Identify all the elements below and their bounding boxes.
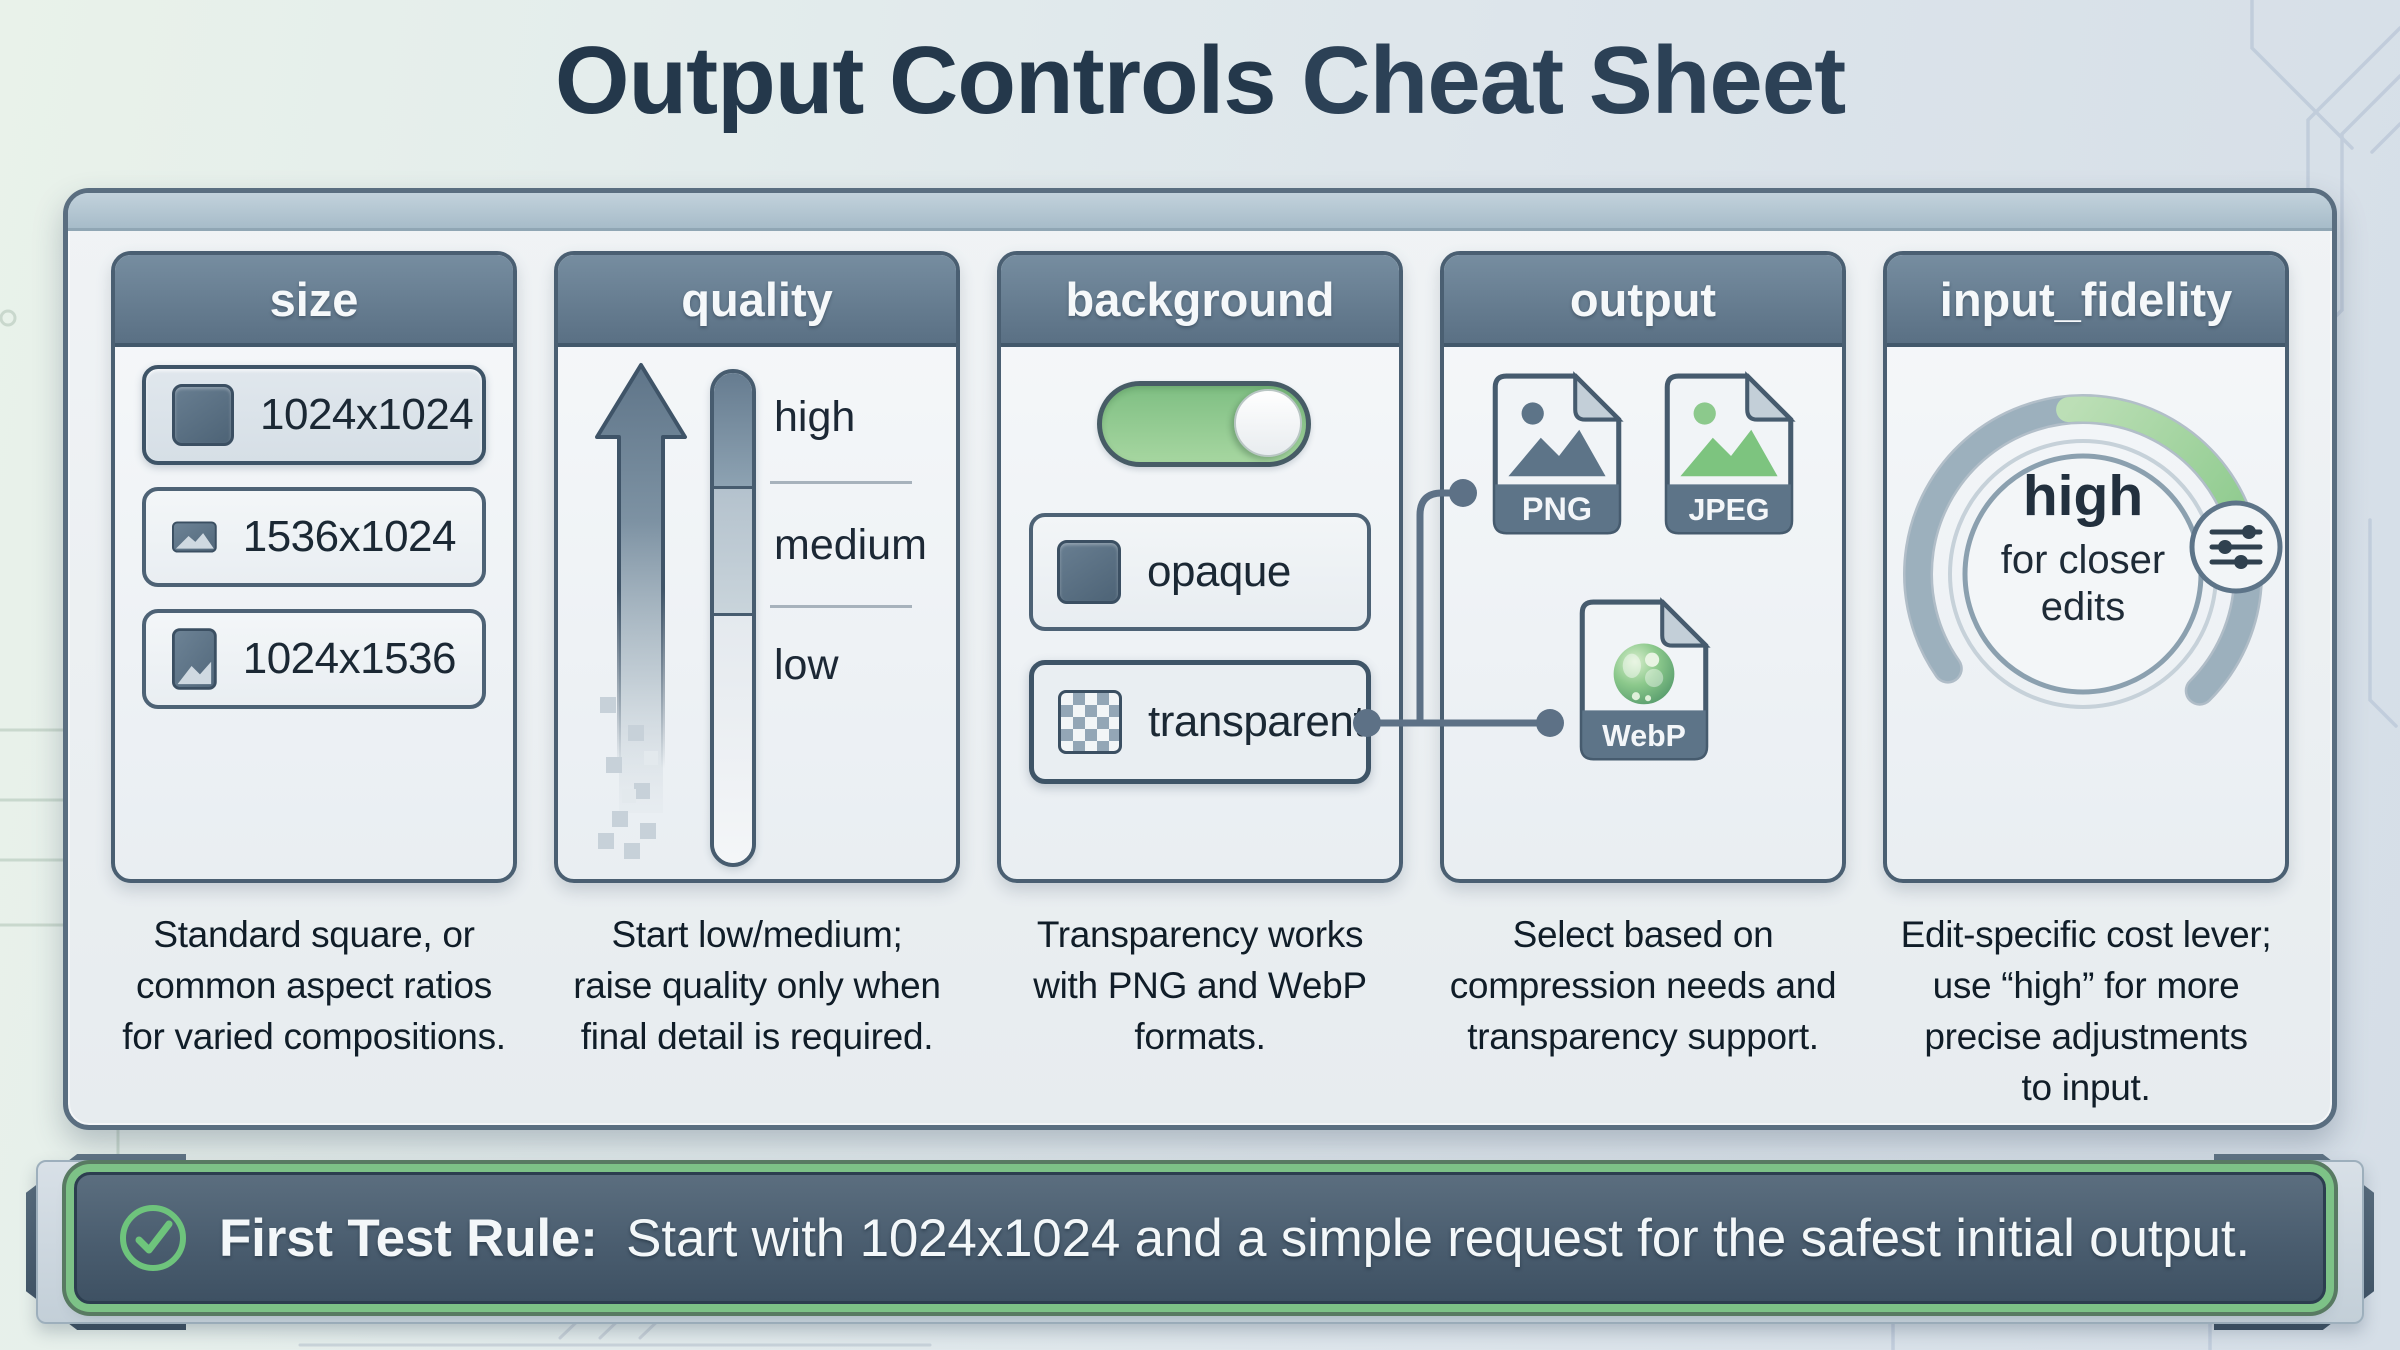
size-description: Standard square, or common aspect ratios… <box>122 914 506 1058</box>
input-fidelity-card: input_fidelity <box>1883 251 2289 883</box>
sliders-badge[interactable] <box>2189 500 2283 594</box>
transparent-checkerboard-icon <box>1058 690 1122 754</box>
file-format-label: JPEG <box>1689 494 1770 527</box>
background-option-label: opaque <box>1147 547 1291 596</box>
quality-card: quality <box>554 251 960 883</box>
column-input-fidelity: input_fidelity <box>1883 251 2289 1113</box>
page-title-strong: Output Controls <box>554 27 1277 134</box>
page-title: Output Controls Cheat Sheet <box>0 26 2400 136</box>
input-fidelity-card-header: input_fidelity <box>1887 255 2285 347</box>
background-card-header: background <box>1001 255 1399 347</box>
quality-description: Start low/medium; raise quality only whe… <box>573 914 941 1058</box>
banner-rule-body: Start with 1024x1024 and a simple reques… <box>611 1208 2250 1268</box>
quality-level-high[interactable]: high <box>774 393 856 441</box>
size-card: size 1024x1024 1536x1024 <box>111 251 517 883</box>
file-icon-jpeg[interactable]: JPEG <box>1662 371 1796 537</box>
output-card: output PNG <box>1440 251 1846 883</box>
size-card-header: size <box>115 255 513 347</box>
file-icon-webp[interactable]: WebP <box>1577 597 1711 763</box>
input-fidelity-card-title: input_fidelity <box>1939 272 2233 326</box>
background-card-title: background <box>1065 272 1335 326</box>
input-fidelity-description: Edit-specific cost lever; use “high” for… <box>1900 914 2272 1109</box>
square-image-icon <box>172 384 234 446</box>
banner-rule-label: First Test Rule: <box>219 1208 598 1268</box>
landscape-image-icon <box>172 521 217 553</box>
quality-card-header: quality <box>558 255 956 347</box>
file-format-label: WebP <box>1602 720 1686 753</box>
panel-title-strip <box>68 193 2332 231</box>
quality-level-medium[interactable]: medium <box>774 521 927 569</box>
file-format-label: PNG <box>1522 491 1592 527</box>
background-toggle-switch[interactable] <box>1097 381 1311 467</box>
column-output: output PNG <box>1440 251 1846 1113</box>
arrow-up-icon <box>595 363 687 859</box>
quality-gauge[interactable] <box>710 369 756 867</box>
fidelity-dial[interactable] <box>1887 347 2285 875</box>
output-card-title: output <box>1569 272 1717 326</box>
sliders-icon-knobs <box>2218 525 2256 569</box>
file-icon-png[interactable]: PNG <box>1490 371 1624 537</box>
toggle-knob <box>1234 389 1302 457</box>
size-option-label: 1024x1024 <box>260 390 474 439</box>
background-description: Transparency works with PNG and WebP for… <box>1033 914 1367 1058</box>
size-option-label: 1024x1536 <box>242 634 457 683</box>
opaque-swatch-icon <box>1057 540 1121 604</box>
first-test-rule-banner: First Test Rule: Start with 1024x1024 an… <box>0 1154 2400 1330</box>
quality-gauge-high-segment <box>714 373 752 486</box>
quality-separator <box>770 605 912 608</box>
page-title-rest: Cheat Sheet <box>1275 27 1846 134</box>
size-card-title: size <box>269 272 359 326</box>
size-option-1536x1024[interactable]: 1536x1024 <box>142 487 486 587</box>
portrait-image-icon <box>172 628 217 690</box>
quality-separator <box>770 481 912 484</box>
quality-card-title: quality <box>681 272 833 326</box>
quality-gauge-low-segment <box>714 613 752 863</box>
column-background: background opaque transparent Transparen <box>997 251 1403 1113</box>
background-option-opaque[interactable]: opaque <box>1029 513 1371 631</box>
fidelity-dial-readout: high for closer edits <box>1933 463 2233 631</box>
background-option-transparent[interactable]: transparent <box>1029 660 1371 784</box>
size-option-1024x1024[interactable]: 1024x1024 <box>142 365 486 465</box>
cheat-sheet-panel: size 1024x1024 1536x1024 <box>63 188 2337 1130</box>
size-option-label: 1536x1024 <box>242 512 457 561</box>
fidelity-value: high <box>2022 464 2144 528</box>
size-option-1024x1536[interactable]: 1024x1536 <box>142 609 486 709</box>
check-circle-icon <box>120 1205 186 1271</box>
banner-body: First Test Rule: Start with 1024x1024 an… <box>74 1172 2326 1304</box>
quality-gauge-medium-segment <box>714 485 752 614</box>
output-description: Select based on compression needs and tr… <box>1449 914 1837 1058</box>
background-option-label: transparent <box>1148 697 1366 746</box>
quality-level-low[interactable]: low <box>774 641 839 689</box>
background-card: background opaque transparent <box>997 251 1403 883</box>
column-size: size 1024x1024 1536x1024 <box>111 251 517 1113</box>
banner-text: First Test Rule: Start with 1024x1024 an… <box>219 1208 2250 1269</box>
output-card-header: output <box>1444 255 1842 347</box>
fidelity-caption: for closer edits <box>2000 538 2166 630</box>
column-quality: quality <box>554 251 960 1113</box>
